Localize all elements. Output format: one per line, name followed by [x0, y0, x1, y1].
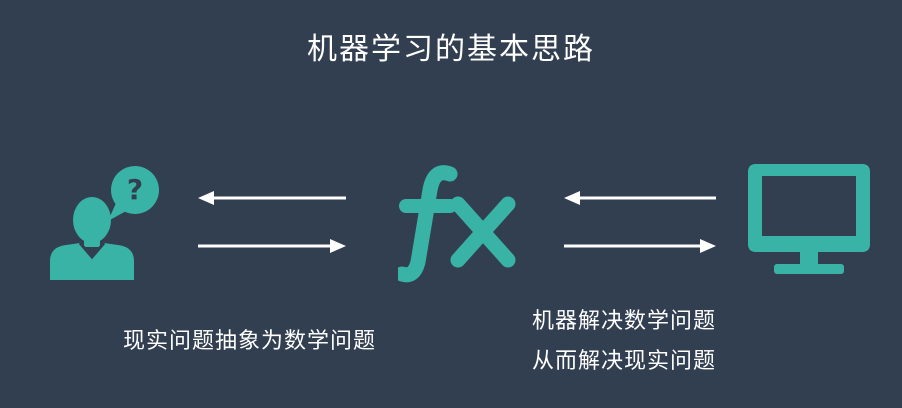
caption-right: 机器解决数学问题 从而解决现实问题 — [532, 302, 716, 382]
diagram-title: 机器学习的基本思路 — [307, 32, 595, 67]
arrow-left-top-2 — [564, 191, 716, 205]
person-question-icon: ? — [50, 166, 159, 280]
function-fx-icon — [398, 165, 516, 283]
arrow-left-top — [198, 191, 346, 205]
svg-text:?: ? — [127, 173, 143, 206]
arrow-right-bottom — [198, 239, 346, 253]
caption-left: 现实问题抽象为数学问题 — [123, 329, 377, 354]
arrow-right-bottom-2 — [564, 239, 716, 253]
caption-right-line-2: 从而解决现实问题 — [532, 349, 717, 374]
monitor-icon — [748, 164, 870, 274]
caption-right-line-1: 机器解决数学问题 — [532, 309, 717, 334]
